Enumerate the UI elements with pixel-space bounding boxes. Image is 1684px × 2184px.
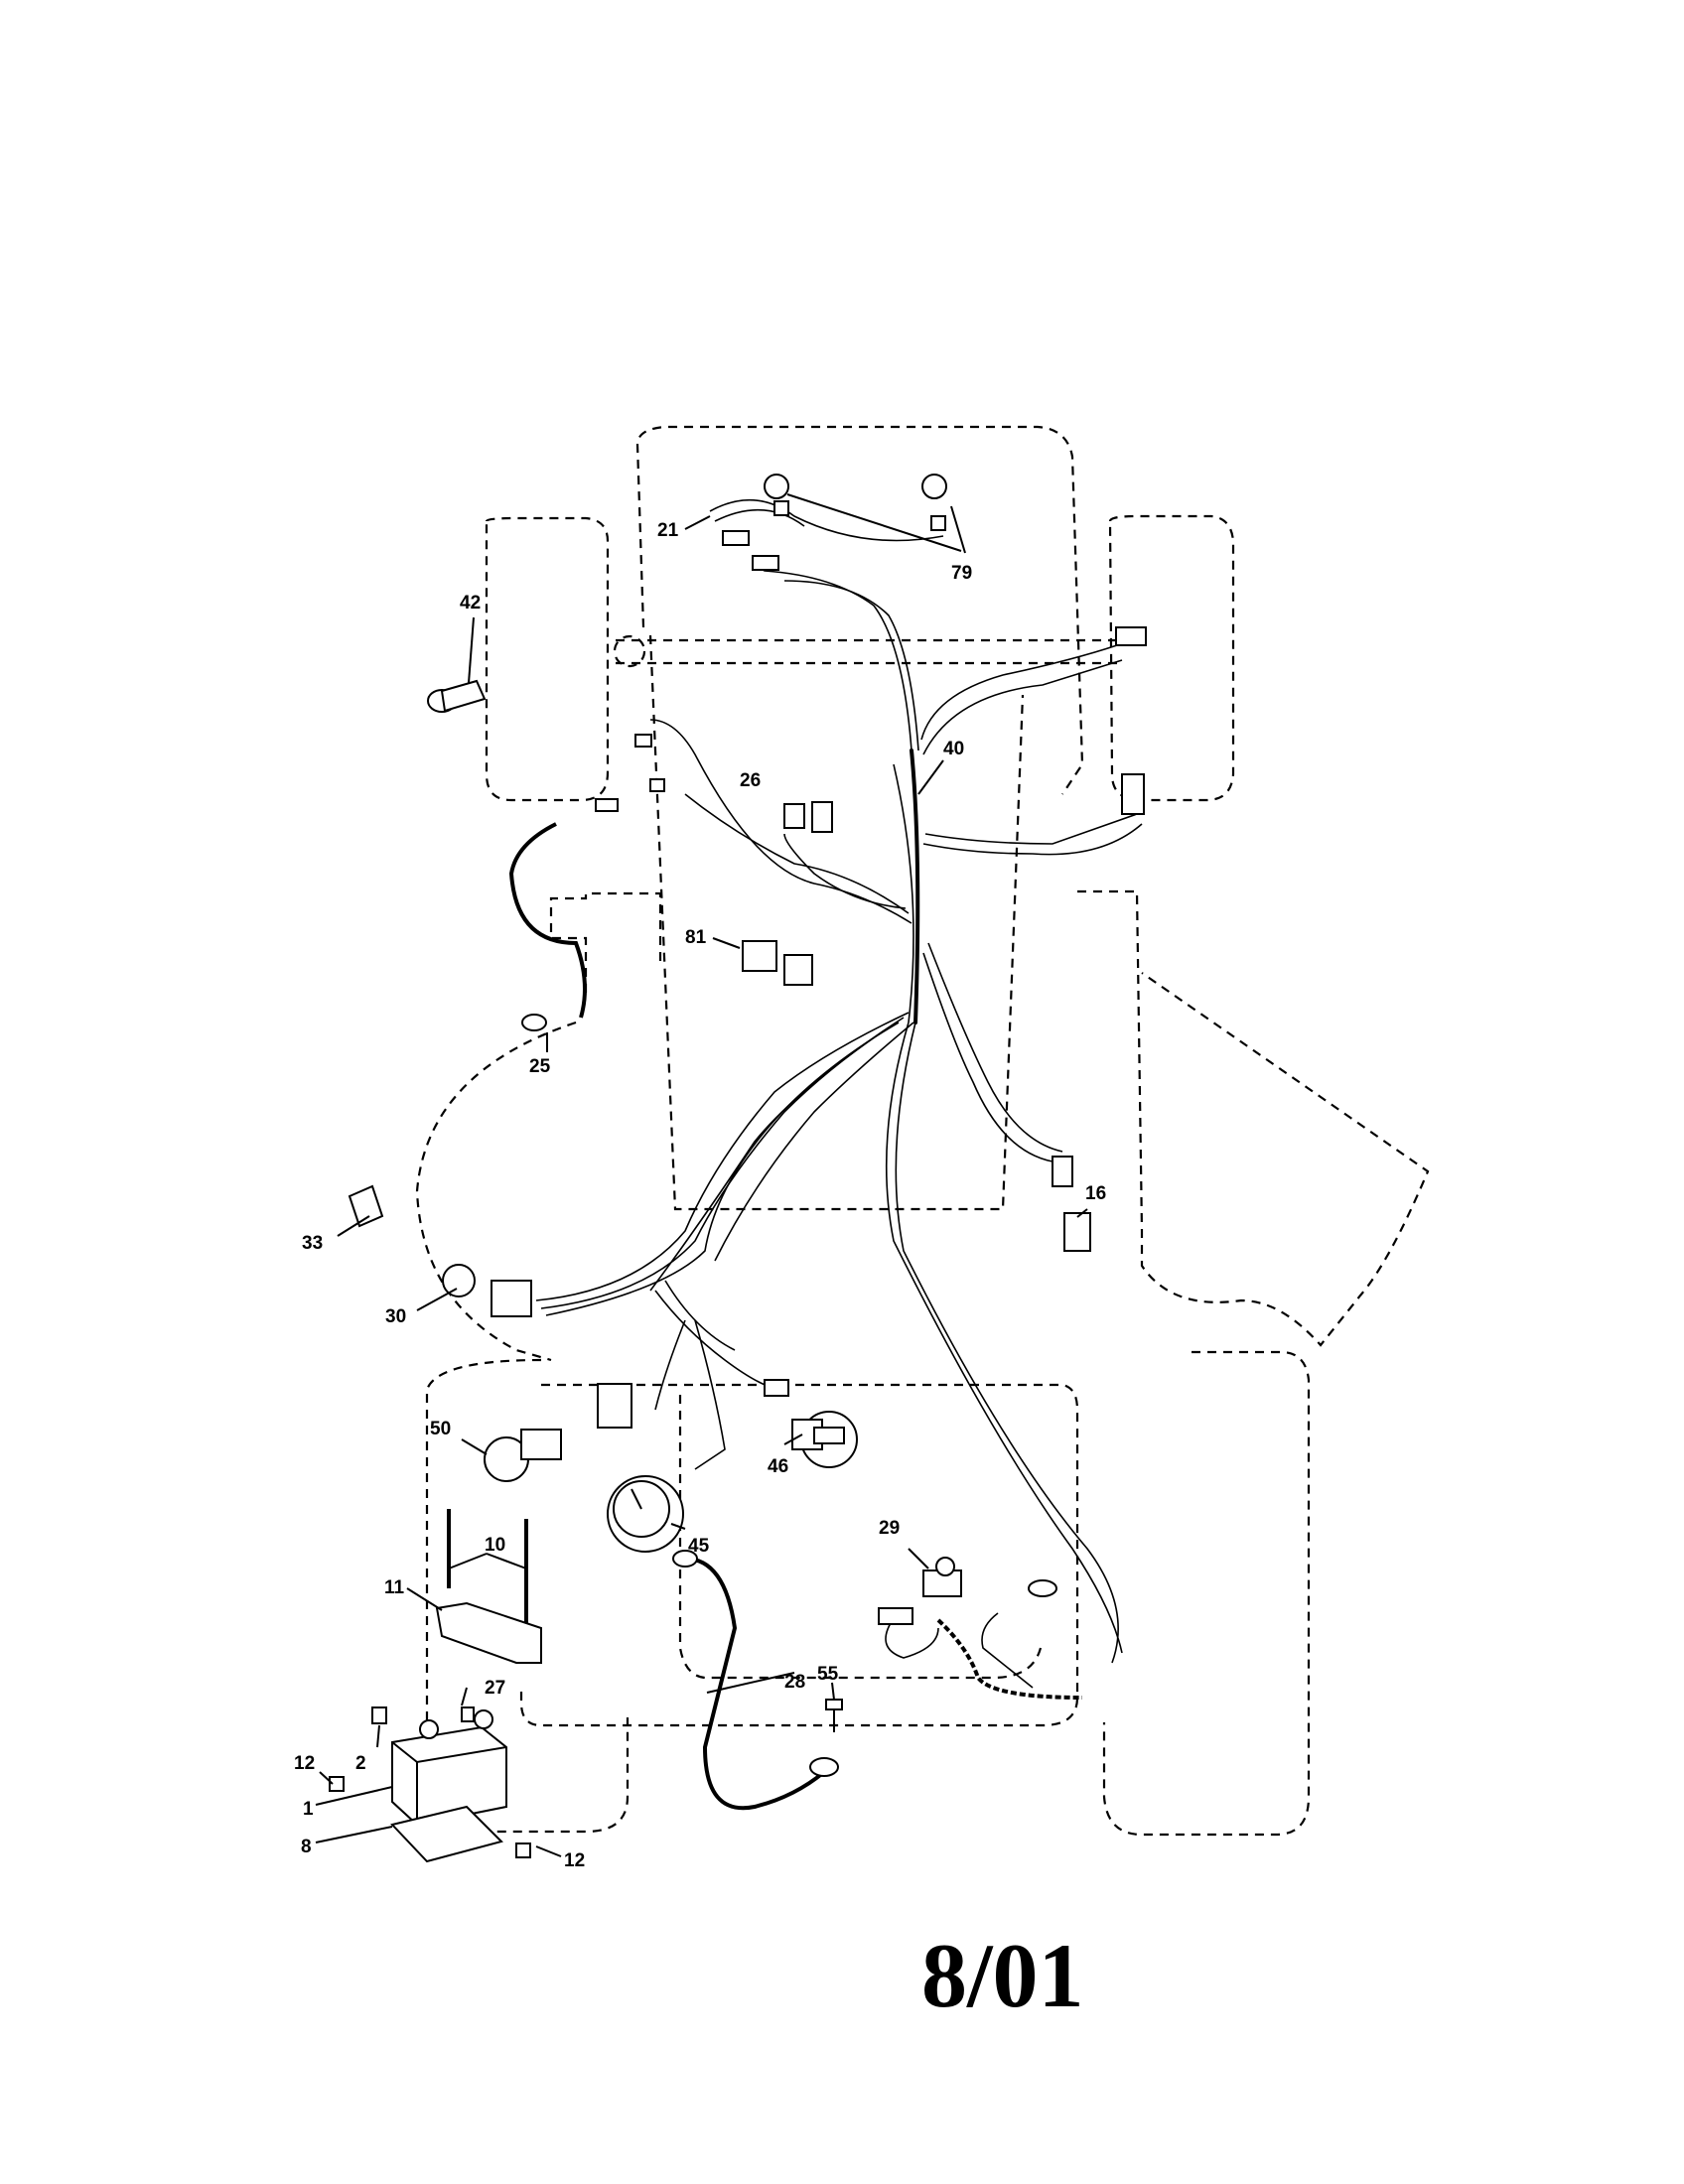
connector-block <box>597 1383 632 1429</box>
ring-terminal-28 <box>809 1757 839 1777</box>
headlight-harness-21 <box>709 498 944 571</box>
ground-wire-25 <box>508 822 587 1019</box>
battery-1 <box>391 1709 507 1827</box>
callout-79: 79 <box>951 563 972 584</box>
frame-left-outline <box>549 891 662 993</box>
front-left-tire-outline <box>485 516 610 802</box>
callout-28: 28 <box>784 1672 805 1693</box>
bolt-2 <box>371 1706 387 1724</box>
tractor-outline <box>415 425 1430 1837</box>
hold-down-bracket-11 <box>435 1601 542 1664</box>
relay-81 <box>742 940 813 986</box>
callout-42: 42 <box>460 593 481 614</box>
callout-21: 21 <box>657 520 679 541</box>
callout-40: 40 <box>943 739 964 759</box>
callout-46: 46 <box>768 1456 788 1477</box>
clip-42 <box>427 679 487 713</box>
callout-11: 11 <box>384 1577 405 1598</box>
clip-12-right <box>515 1843 531 1858</box>
components <box>329 474 1147 1863</box>
coiled-cable <box>936 1618 1083 1700</box>
battery-tray-8 <box>390 1805 503 1863</box>
wiring-harness <box>508 565 1143 1811</box>
battery-cable-28 <box>684 1557 826 1811</box>
callout-25: 25 <box>529 1056 551 1077</box>
nut-27 <box>461 1706 475 1722</box>
hood-outline <box>635 425 1084 795</box>
callout-12-left: 12 <box>294 1753 315 1774</box>
main-harness-bundle <box>910 749 920 1024</box>
frame-right-outline <box>1077 889 1430 1347</box>
callout-55: 55 <box>817 1664 839 1685</box>
callout-81: 81 <box>685 927 707 948</box>
callout-33: 33 <box>302 1233 323 1254</box>
screw-55 <box>825 1699 843 1732</box>
date-stamp: 8/01 <box>921 1925 1084 2026</box>
ring-terminal-25 <box>521 1014 547 1031</box>
callout-26: 26 <box>740 770 761 791</box>
callout-1: 1 <box>303 1799 314 1820</box>
ignition-switch-30 <box>442 1264 532 1317</box>
key-33 <box>348 1184 384 1228</box>
light-switch-50 <box>484 1429 562 1482</box>
callout-45: 45 <box>688 1536 710 1557</box>
front-right-connector-2 <box>1121 773 1145 815</box>
callout-29: 29 <box>879 1518 900 1539</box>
callout-30: 30 <box>385 1306 406 1327</box>
callout-8: 8 <box>301 1837 312 1857</box>
left-spindle-outline <box>613 634 646 668</box>
ammeter-45 <box>607 1475 684 1553</box>
seat-switch-16 <box>1063 1212 1091 1252</box>
rear-right-tire-outline <box>1102 1350 1311 1837</box>
hold-down-bolts-10 <box>447 1509 528 1638</box>
callout-50: 50 <box>430 1419 451 1439</box>
front-right-tire-outline <box>1108 514 1235 802</box>
front-right-connector <box>1115 626 1147 646</box>
rear-inner-outline <box>678 1395 1043 1680</box>
callout-27: 27 <box>485 1678 505 1699</box>
callout-12-right: 12 <box>564 1850 585 1871</box>
hood-lower-outline <box>648 634 1025 1211</box>
leader-lines <box>315 493 1088 1857</box>
hour-meter-46 <box>791 1411 858 1468</box>
callouts: 21 79 42 40 26 81 25 16 33 30 50 46 45 2… <box>294 520 1106 1871</box>
headlight-bulbs-79 <box>764 474 947 531</box>
callout-16: 16 <box>1085 1183 1106 1204</box>
callout-10: 10 <box>485 1535 505 1556</box>
fuse-26 <box>783 801 833 833</box>
callout-2: 2 <box>355 1753 366 1774</box>
rear-deck-outline <box>519 1383 1079 1727</box>
clip-12-left <box>329 1776 345 1792</box>
solenoid-29 <box>878 1557 962 1625</box>
seat-outline <box>415 1021 577 1362</box>
